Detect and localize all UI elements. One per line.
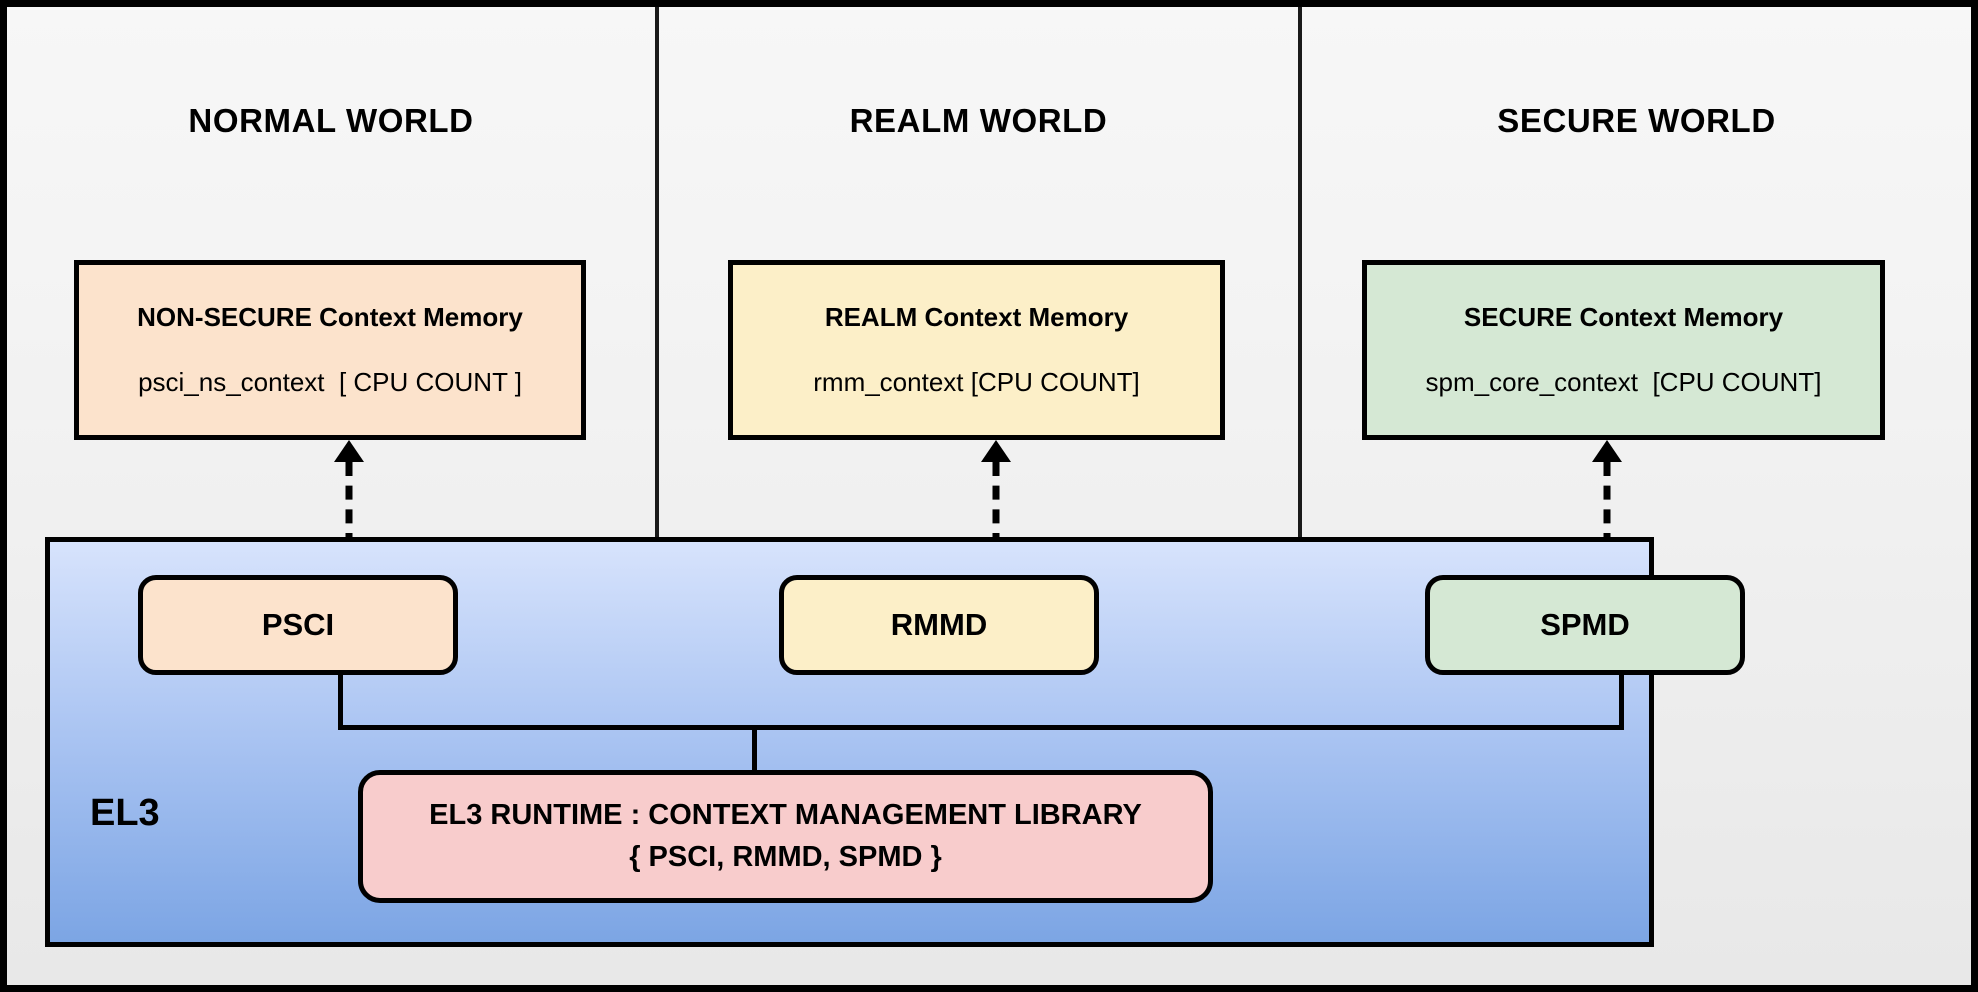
column-divider-realm-secure [1298, 7, 1302, 537]
el3-label: EL3 [90, 792, 160, 834]
context-memory-title-realm: REALM Context Memory [824, 302, 1129, 332]
arrow-shaft-non-secure [345, 462, 353, 547]
context-memory-title-secure: SECURE Context Memory [1463, 302, 1784, 332]
context-memory-title-non-secure: NON-SECURE Context Memory [137, 302, 523, 332]
el3-panel: EL3 PSCI RMMD SPMD EL3 RUNTIME : CONTEXT… [45, 537, 1745, 947]
runtime-library-line-1: EL3 RUNTIME : CONTEXT MANAGEMENT LIBRARY [429, 799, 1142, 832]
dispatcher-box-rmmd[interactable]: RMMD [779, 575, 1099, 675]
arrow-head-up-secure [1592, 440, 1622, 462]
context-memory-subtitle-non-secure: psci_ns_context [ CPU COUNT ] [138, 367, 522, 397]
world-title-secure: SECURE WORLD [1497, 102, 1776, 139]
world-title-realm: REALM WORLD [849, 102, 1108, 139]
world-title-normal: NORMAL WORLD [188, 102, 474, 139]
connector-psci-drop [338, 672, 343, 730]
connector-spmd-rise [1619, 672, 1624, 730]
context-memory-box-realm[interactable]: REALM Context Memory rmm_context [CPU CO… [728, 260, 1225, 440]
connector-runtime-stub [752, 725, 757, 773]
runtime-library-box[interactable]: EL3 RUNTIME : CONTEXT MANAGEMENT LIBRARY… [358, 770, 1213, 903]
arrow-shaft-secure [1603, 462, 1611, 547]
dispatcher-box-spmd[interactable]: SPMD [1425, 575, 1745, 675]
context-memory-box-secure[interactable]: SECURE Context Memory spm_core_context [… [1362, 260, 1885, 440]
context-memory-subtitle-secure: spm_core_context [CPU COUNT] [1425, 367, 1822, 397]
dispatcher-box-psci[interactable]: PSCI [138, 575, 458, 675]
context-memory-subtitle-realm: rmm_context [CPU COUNT] [813, 367, 1140, 397]
runtime-library-line-2: { PSCI, RMMD, SPMD } [629, 840, 942, 873]
arrow-head-up-realm [981, 440, 1011, 462]
arrow-head-up-non-secure [334, 440, 364, 462]
connector-horizontal-bus [338, 725, 1624, 730]
column-divider-normal-realm [655, 7, 659, 537]
arrow-shaft-realm [992, 462, 1000, 547]
context-memory-box-non-secure[interactable]: NON-SECURE Context Memory psci_ns_contex… [74, 260, 586, 440]
